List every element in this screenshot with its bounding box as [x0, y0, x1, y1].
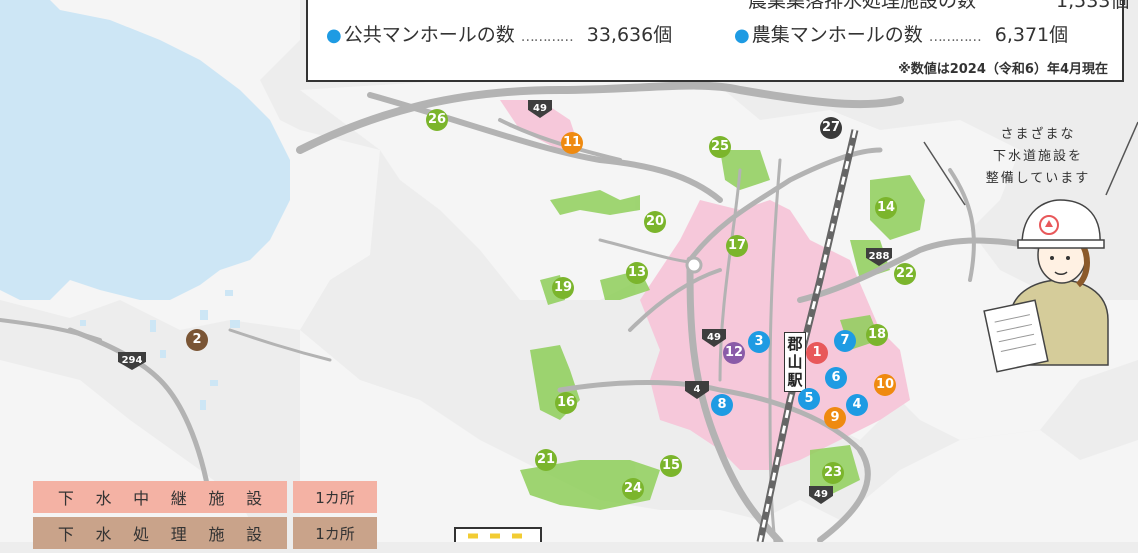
legend-count-treatment: 1カ所 — [293, 517, 377, 549]
station-char: 駅 — [787, 371, 803, 389]
agri-manhole-label: 農集マンホールの数 — [751, 24, 923, 46]
facility-marker-23[interactable]: 23 — [822, 462, 844, 484]
junction-circle — [685, 256, 703, 274]
facility-marker-8[interactable]: 8 — [711, 394, 733, 416]
facility-marker-7[interactable]: 7 — [834, 330, 856, 352]
route-shield: 4 — [685, 381, 709, 399]
legend-row-treatment: 下水処理施設 1カ所 — [33, 517, 377, 549]
legend-label-treatment: 下水処理施設 — [33, 517, 287, 549]
legend-label-relay: 下水中継施設 — [33, 481, 287, 513]
urban-area — [640, 200, 910, 470]
facility-marker-17[interactable]: 17 — [726, 235, 748, 257]
leader-dots: ………… — [520, 29, 574, 45]
leader-dots: ………… — [928, 29, 982, 45]
facility-marker-10[interactable]: 10 — [874, 374, 896, 396]
route-shield: 49 — [528, 100, 552, 118]
speech-bubble-lines — [923, 121, 1138, 206]
facility-marker-3[interactable]: 3 — [748, 331, 770, 353]
speech-line: さまざまな — [1000, 127, 1076, 142]
public-manhole-label: 公共マンホールの数 — [343, 24, 515, 46]
route-shield: 49 — [702, 329, 726, 347]
facility-marker-5[interactable]: 5 — [798, 388, 820, 410]
facility-marker-12[interactable]: 12 — [723, 342, 745, 364]
facility-marker-2[interactable]: 2 — [186, 329, 208, 351]
facility-marker-19[interactable]: 19 — [552, 277, 574, 299]
facility-marker-21[interactable]: 21 — [535, 449, 557, 471]
agri-manhole-row: ●農集マンホールの数 ………… 6,371個 — [734, 20, 1068, 47]
legend-row-relay: 下水中継施設 1カ所 — [33, 481, 377, 513]
route-shield: 294 — [118, 352, 146, 370]
urban-area-north — [500, 100, 580, 150]
land-region-south — [300, 330, 1138, 542]
facility-marker-18[interactable]: 18 — [866, 324, 888, 346]
sign-partial — [454, 527, 542, 542]
bullet-dot-icon: ● — [734, 25, 750, 46]
data-date-note: ※数値は2024（令和6）年4月現在 — [898, 62, 1108, 77]
facility-marker-14[interactable]: 14 — [875, 197, 897, 219]
clipped-stat-label: 農業集落排水処理施設の数 — [748, 0, 977, 12]
facility-marker-26[interactable]: 26 — [426, 109, 448, 131]
lake — [0, 0, 290, 300]
bullet-dot-icon: ● — [326, 25, 342, 46]
facility-marker-24[interactable]: 24 — [622, 478, 644, 500]
legend-count-relay: 1カ所 — [293, 481, 377, 513]
statistics-panel: 農業集落排水処理施設の数 1,533個 ●公共マンホールの数…………33,636… — [306, 0, 1129, 82]
facility-marker-27[interactable]: 27 — [820, 117, 842, 139]
facility-marker-6[interactable]: 6 — [825, 367, 847, 389]
facility-marker-15[interactable]: 15 — [660, 455, 682, 477]
facility-marker-4[interactable]: 4 — [846, 394, 868, 416]
koriyama-station-label: 郡 山 駅 — [784, 332, 806, 392]
station-char: 郡 — [787, 335, 803, 353]
facility-marker-25[interactable]: 25 — [709, 136, 731, 158]
route-shield: 49 — [809, 486, 833, 504]
facility-marker-11[interactable]: 11 — [561, 132, 583, 154]
route-shield: 288 — [866, 248, 892, 266]
station-char: 山 — [787, 353, 803, 371]
public-manhole-row: ●公共マンホールの数 ………… 33,636個 — [326, 20, 672, 47]
facility-marker-13[interactable]: 13 — [626, 262, 648, 284]
worker-illustration — [983, 199, 1109, 373]
public-manhole-count: 33,636個 — [586, 24, 673, 46]
facility-legend: 下水中継施設 1カ所 下水処理施設 1カ所 — [33, 481, 377, 553]
facility-marker-1[interactable]: 1 — [806, 342, 828, 364]
facility-marker-20[interactable]: 20 — [644, 211, 666, 233]
speech-line: 下水道施設を — [992, 149, 1083, 164]
speech-line: 整備しています — [985, 171, 1091, 186]
facility-marker-9[interactable]: 9 — [824, 407, 846, 429]
facility-marker-16[interactable]: 16 — [555, 392, 577, 414]
pond-cluster — [80, 290, 240, 410]
facility-marker-22[interactable]: 22 — [894, 263, 916, 285]
clipped-stat-value: 1,533個 — [1056, 0, 1130, 12]
agri-manhole-count: 6,371個 — [994, 24, 1069, 46]
worker-speech-text: さまざまな 下水道施設を 整備しています — [968, 124, 1108, 190]
